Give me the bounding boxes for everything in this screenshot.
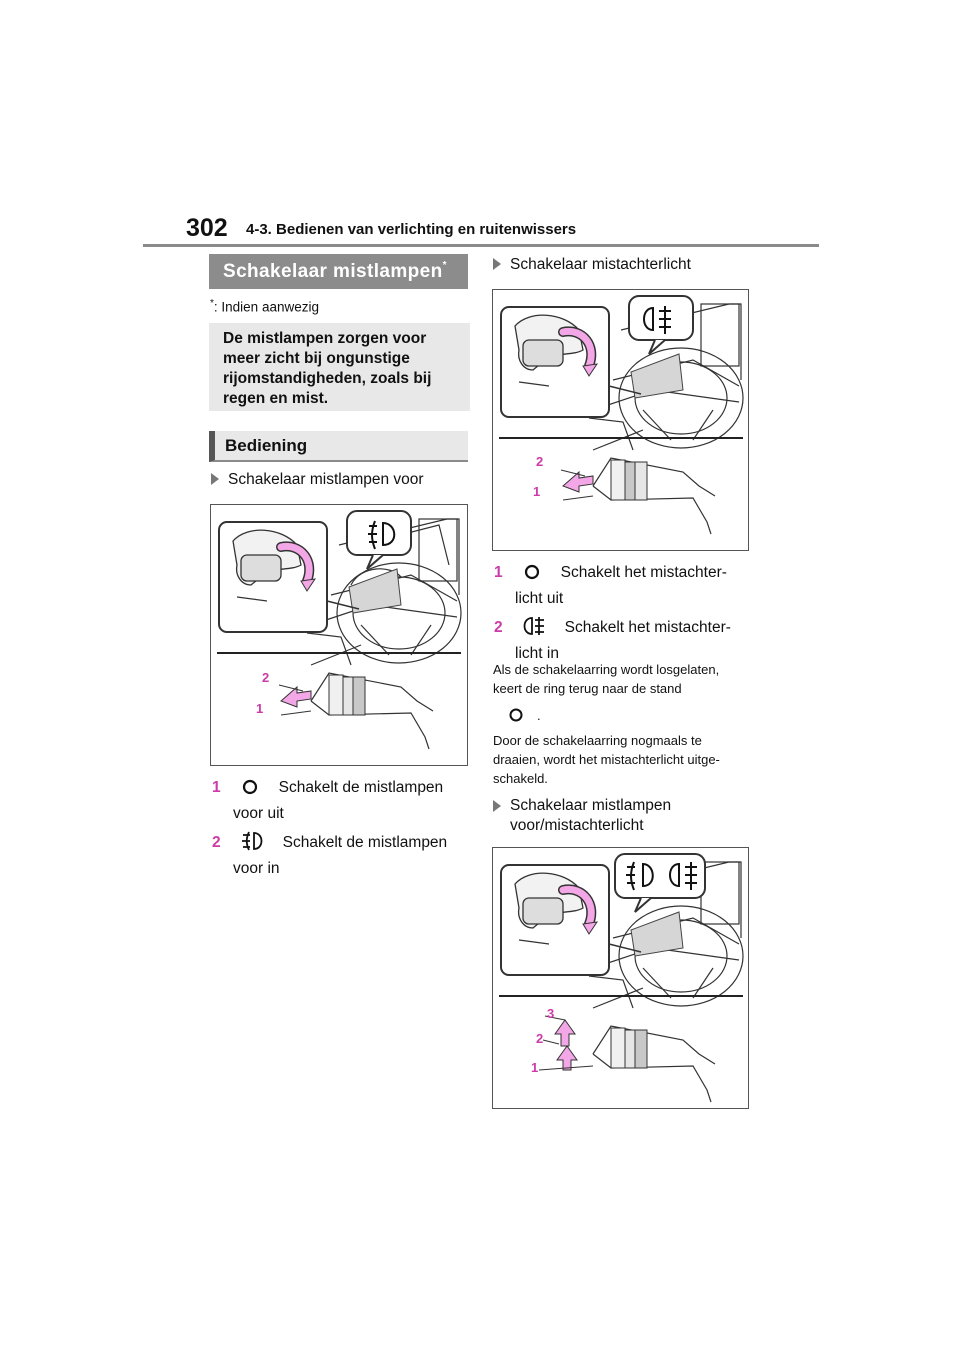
bullet-both-fog-text: voor/mistachterlicht <box>510 817 644 834</box>
figure-front-fog <box>210 504 468 766</box>
ring-off-icon <box>522 562 542 588</box>
step-text: Schakelt de mistlampen <box>282 834 448 851</box>
step-number: 1 <box>212 779 221 796</box>
step-text: Schakelt het mistachter- <box>564 619 731 636</box>
note-release-end: . <box>507 706 541 729</box>
figure-label: 2 <box>536 454 544 469</box>
step-text: voor uit <box>233 805 284 822</box>
step-number: 1 <box>494 564 503 581</box>
ring-off-icon <box>240 777 260 803</box>
front-fog-icon <box>240 830 264 858</box>
note-line: schakeld. <box>493 771 548 786</box>
bullet-both-fog: Schakelaar mistlampen voor/mistachterlic… <box>493 796 671 836</box>
step-text: licht uit <box>515 590 564 607</box>
note-line: Door de schakelaarring nogmaals te <box>493 733 702 748</box>
bullet-front-fog: Schakelaar mistlampen voor <box>211 471 424 489</box>
figure-label: 3 <box>547 1006 555 1021</box>
figure-label: 1 <box>531 1060 539 1075</box>
note-release: Als de schakelaarring wordt losgelaten, … <box>493 660 719 698</box>
step-text: Schakelt de mistlampen <box>278 779 444 796</box>
front-fog-illustration <box>217 510 462 750</box>
bullet-rear-fog: Schakelaar mistachterlicht <box>493 256 691 274</box>
step-rear-off: 1 Schakelt het mistachter- licht uit <box>494 562 727 609</box>
rear-fog-illustration <box>499 295 744 535</box>
intro-box: De mistlampen zorgen voor meer zicht bij… <box>209 323 470 411</box>
rear-fog-icon <box>522 615 546 643</box>
ring-off-icon <box>507 706 525 729</box>
asterisk-mark: * <box>442 259 447 271</box>
step-number: 2 <box>494 619 503 636</box>
section-heading: Schakelaar mistlampen* <box>209 254 468 289</box>
note-line: . <box>537 708 541 723</box>
step-text: voor in <box>233 860 280 877</box>
figure-label: 1 <box>533 484 541 499</box>
footnote-text: : Indien aanwezig <box>213 299 319 315</box>
section-title: 4-3. Bedienen van verlichting en ruitenw… <box>246 221 577 238</box>
footnote: *: Indien aanwezig <box>210 298 319 315</box>
step-text: licht in <box>515 645 559 662</box>
figure-label: 2 <box>262 670 270 685</box>
bullet-triangle-icon <box>493 258 501 270</box>
step-rear-on: 2 Schakelt het mistachter- licht in <box>494 615 731 664</box>
step-number: 2 <box>212 834 221 851</box>
bullet-rear-fog-text: Schakelaar mistachterlicht <box>510 256 691 273</box>
note-turn-again: Door de schakelaarring nogmaals te draai… <box>493 731 720 788</box>
header-divider <box>143 244 819 247</box>
step-front-off: 1 Schakelt de mistlampen voor uit <box>212 777 443 824</box>
figure-label: 1 <box>256 701 264 716</box>
footnote-mark: * <box>210 298 214 309</box>
note-line: Als de schakelaarring wordt losgelaten, <box>493 662 720 677</box>
section-heading-text: Schakelaar mistlampen <box>223 261 443 282</box>
bullet-front-fog-text: Schakelaar mistlampen voor <box>228 471 424 488</box>
subheading: Bediening <box>209 431 468 462</box>
note-line: keert de ring terug naar de stand <box>493 681 682 696</box>
step-front-on: 2 Schakelt de mistlampen voor in <box>212 830 447 879</box>
bullet-triangle-icon <box>493 800 501 812</box>
figure-both-fog <box>492 847 749 1109</box>
bullet-both-fog-text: Schakelaar mistlampen <box>510 797 672 814</box>
bullet-triangle-icon <box>211 473 219 485</box>
figure-label: 2 <box>536 1031 544 1046</box>
both-fog-illustration <box>499 853 744 1103</box>
figure-rear-fog <box>492 289 749 551</box>
step-text: Schakelt het mistachter- <box>560 564 727 581</box>
note-line: draaien, wordt het mistachterlicht uitge… <box>493 752 720 767</box>
page-number: 302 <box>186 214 228 242</box>
